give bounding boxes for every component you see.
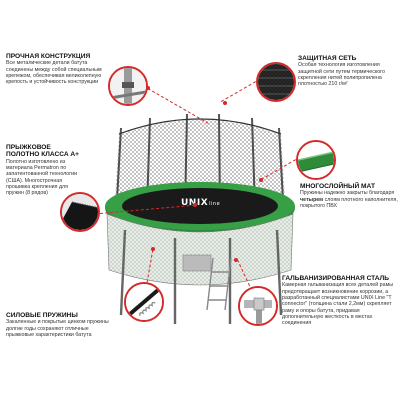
- feature-pad: МНОГОСЛОЙНЫЙ МАТ Пружины надежно закрыты…: [300, 183, 398, 209]
- feature-frame: ПРОЧНАЯ КОНСТРУКЦИЯ Все металические дет…: [6, 53, 108, 86]
- mat-detail-circle: [60, 192, 100, 232]
- brand-sub-text: line: [209, 201, 221, 207]
- feature-net-title: ЗАЩИТНАЯ СЕТЬ: [298, 55, 357, 62]
- feature-springs-desc: Закаленные и покрытые цинком пружины дол…: [6, 319, 109, 338]
- springs-marker: [151, 247, 155, 251]
- frame-detail-circle: [108, 66, 148, 106]
- brand-logo: UNIXline: [181, 198, 220, 208]
- feature-pad-desc-post: слоям плотного наполнителя, покрытого ПВ…: [300, 196, 398, 209]
- feature-steel: ГАЛЬВАНИЗИРОВАННАЯ СТАЛЬ Камерная гальва…: [282, 275, 396, 326]
- trampoline-illustration: UNIXline: [95, 110, 305, 340]
- leader-line-net: [220, 81, 256, 102]
- frame-marker: [146, 86, 150, 90]
- steel-detail-circle: [238, 286, 278, 326]
- pad-detail-circle: [296, 140, 336, 180]
- feature-pad-desc: Пружины надежно закрыты благодаря четыре…: [300, 190, 398, 209]
- feature-springs: СИЛОВЫЕ ПРУЖИНЫ Закаленные и покрытые ци…: [6, 312, 118, 338]
- springs-detail-circle: [124, 282, 164, 322]
- feature-mat: ПРЫЖКОВОЕ ПОЛОТНО КЛАССА А+ Полотно изго…: [6, 144, 84, 197]
- feature-steel-desc: Камерная гальванизация всех деталей рамы…: [282, 282, 394, 327]
- mat-marker: [193, 203, 197, 207]
- feature-net-desc: Особая технология изготовления защитной …: [298, 62, 385, 88]
- feature-net: ЗАЩИТНАЯ СЕТЬ Особая технология изготовл…: [298, 55, 398, 88]
- feature-steel-title: ГАЛЬВАНИЗИРОВАННАЯ СТАЛЬ: [282, 275, 390, 282]
- feature-springs-title: СИЛОВЫЕ ПРУЖИНЫ: [6, 312, 78, 319]
- pad-marker: [259, 178, 263, 182]
- feature-mat-title: ПРЫЖКОВОЕ ПОЛОТНО КЛАССА А+: [6, 144, 80, 159]
- feature-pad-title: МНОГОСЛОЙНЫЙ МАТ: [300, 183, 375, 190]
- net-detail-circle: [256, 62, 296, 102]
- net-marker: [223, 101, 227, 105]
- feature-pad-desc-bold: четырем: [300, 196, 324, 203]
- feature-pad-desc-pre: Пружины надежно закрыты благодаря: [300, 190, 395, 197]
- feature-mat-desc: Полотно изготовлено из материала Permatr…: [6, 158, 78, 197]
- feature-frame-desc: Все металические детали батута соединены…: [6, 60, 102, 86]
- feature-frame-title: ПРОЧНАЯ КОНСТРУКЦИЯ: [6, 53, 91, 60]
- steel-marker: [234, 258, 238, 262]
